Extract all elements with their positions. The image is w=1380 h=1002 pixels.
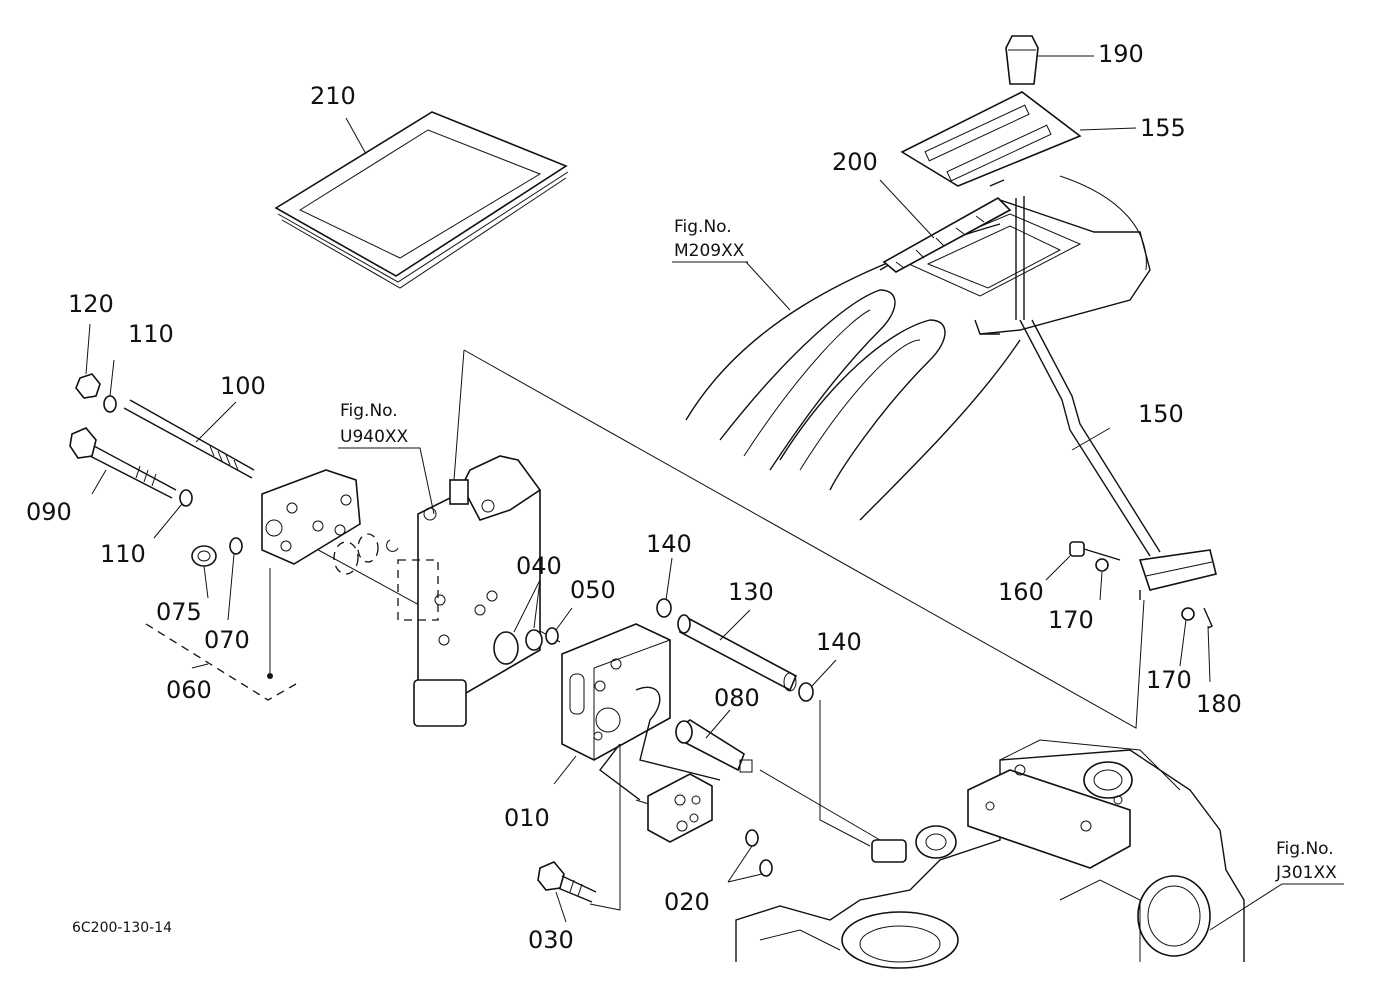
callout-010: 010	[504, 804, 550, 832]
part-040-o-ring-b	[525, 629, 543, 651]
fig-ref-m209-code: M209XX	[674, 241, 745, 261]
part-130-pipe	[677, 614, 798, 692]
part-090-bolt	[69, 427, 177, 499]
control-valve	[333, 455, 542, 727]
callout-075: 075	[156, 598, 202, 626]
hose-fitting-block	[647, 773, 713, 843]
part-155-guide-plate	[900, 91, 1082, 187]
fig-ref-j301-label: Fig.No.	[1276, 839, 1334, 859]
part-190-knob	[1005, 35, 1039, 85]
callout-020: 020	[664, 888, 710, 916]
fig-ref-u940-code: U940XX	[340, 427, 409, 447]
transmission-housing	[735, 739, 1245, 969]
part-150-lever	[1015, 196, 1217, 600]
part-120-nut	[75, 373, 101, 399]
callout-140-a: 140	[646, 530, 692, 558]
part-080-spacer	[675, 719, 753, 773]
part-060-cover-plate	[261, 469, 361, 565]
callout-030: 030	[528, 926, 574, 954]
part-180-pin	[1203, 607, 1213, 629]
callout-200: 200	[832, 148, 878, 176]
callout-060: 060	[166, 676, 212, 704]
fig-ref-j301-code: J301XX	[1275, 863, 1337, 883]
callout-180: 180	[1196, 690, 1242, 718]
fender-console	[685, 175, 1151, 521]
part-110-washer-b	[179, 489, 193, 507]
part-030-bolt	[537, 861, 597, 903]
callout-120: 120	[68, 290, 114, 318]
callout-150: 150	[1138, 400, 1184, 428]
callout-080: 080	[714, 684, 760, 712]
part-110-washer-a	[103, 395, 117, 413]
callout-140-b: 140	[816, 628, 862, 656]
part-140-o-ring-b	[798, 682, 814, 702]
callout-110-b: 110	[100, 540, 146, 568]
callout-210: 210	[310, 82, 356, 110]
callout-110-a: 110	[128, 320, 174, 348]
callout-070: 070	[204, 626, 250, 654]
callout-160: 160	[998, 578, 1044, 606]
fig-ref-m209-label: Fig.No.	[674, 217, 732, 237]
part-010-manifold	[561, 623, 721, 801]
part-210-manual	[274, 111, 569, 289]
callout-050: 050	[570, 576, 616, 604]
part-160-bolt	[1069, 541, 1121, 561]
part-020-o-ring-b	[759, 859, 773, 877]
callout-170-a: 170	[1048, 606, 1094, 634]
part-170-washer-a	[1095, 558, 1109, 572]
callout-labels: 210 190 155 200 150 160 170 170 180 120 …	[26, 40, 1242, 954]
callout-155: 155	[1140, 114, 1186, 142]
fig-ref-u940-label: Fig.No.	[340, 401, 398, 421]
part-170-washer-b	[1181, 607, 1195, 621]
callout-090: 090	[26, 498, 72, 526]
part-020-o-ring-a	[745, 829, 759, 847]
part-075-plug	[191, 545, 217, 567]
part-040-o-ring-a	[493, 631, 519, 665]
part-070-o-ring	[229, 537, 243, 555]
part-140-o-ring-a	[656, 598, 672, 618]
callout-100: 100	[220, 372, 266, 400]
callout-130: 130	[728, 578, 774, 606]
part-050-o-ring	[545, 627, 559, 645]
callout-170-b: 170	[1146, 666, 1192, 694]
callout-040: 040	[516, 552, 562, 580]
part-100-stud	[123, 399, 255, 479]
figure-references: Fig.No. M209XX Fig.No. U940XX Fig.No. J3…	[338, 217, 1337, 883]
drawing-code: 6C200-130-14	[72, 920, 172, 936]
callout-190: 190	[1098, 40, 1144, 68]
